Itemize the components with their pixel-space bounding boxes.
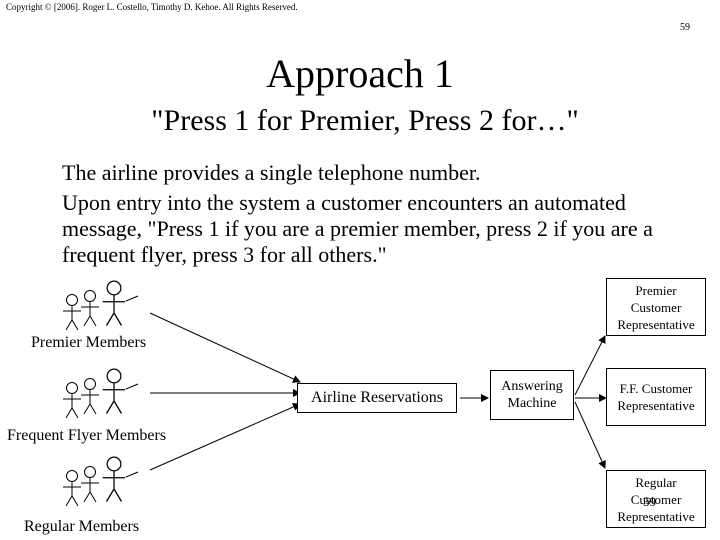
premier-rep-box: Premier Customer Representative [606,278,706,336]
frequent-flyer-members-figures-icon [63,369,138,418]
slide-body: The airline provides a single telephone … [62,160,662,272]
premier-members-figures-icon [63,281,138,330]
ff-rep-box: F.F. Customer Representative [606,368,706,426]
body-paragraph-1: The airline provides a single telephone … [62,160,481,185]
arrow-regular-to-reservations [149,403,301,471]
arrow-machine-to-regular-rep [574,401,606,469]
regular-members-figures-icon [63,457,138,506]
body-paragraph-2: Upon entry into the system a customer en… [62,190,653,267]
regular-members-label: Regular Members [24,518,140,535]
page-number: 59 [680,22,690,33]
copyright-notice: Copyright © [2006]. Roger L. Costello, T… [6,2,298,12]
frequent-flyer-members-label: Frequent Flyer Members [7,427,167,444]
premier-members-label: Premier Members [31,334,147,351]
slide-title: Approach 1 [266,51,454,96]
answering-machine-box: Answering Machine [490,370,574,420]
airline-reservations-box: Airline Reservations [297,383,457,413]
regular-rep-box: Regular Customer Representative [606,470,706,528]
overlay-page-number: 59 [643,494,656,509]
slide-subtitle: "Press 1 for Premier, Press 2 for…" [151,104,579,137]
arrow-premier-to-reservations [149,312,301,383]
arrow-machine-to-premier-rep [574,335,606,396]
